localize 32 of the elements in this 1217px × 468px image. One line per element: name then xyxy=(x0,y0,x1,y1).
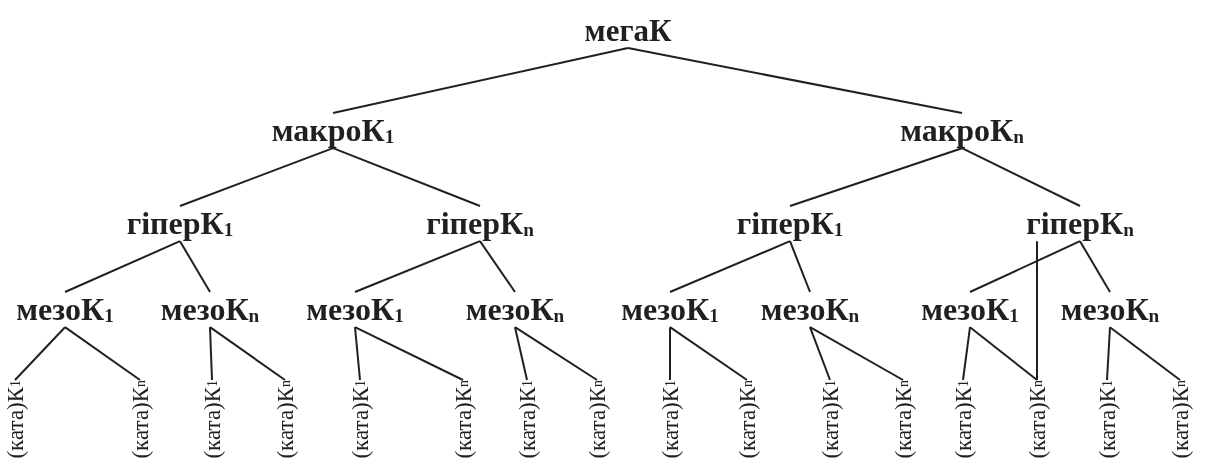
tree-branch-line xyxy=(332,47,629,114)
tree-branch-line xyxy=(514,326,598,381)
tree-branch-line xyxy=(1079,240,1111,293)
tree-branch-line xyxy=(962,326,971,381)
tree-branch-line xyxy=(179,147,334,207)
tree-branch-line xyxy=(479,240,516,293)
tree-branch-line xyxy=(354,326,361,381)
tree-branch-line xyxy=(1036,240,1038,381)
tree-branch-line xyxy=(354,326,464,381)
tree-branch-line xyxy=(354,240,481,293)
tree-branch-line xyxy=(627,47,963,114)
tree-branch-line xyxy=(789,147,963,207)
tree-branch-line xyxy=(1106,326,1111,381)
tree-branch-line xyxy=(961,147,1081,207)
tree-branch-line xyxy=(669,240,791,293)
tree-branch-line xyxy=(669,326,671,381)
tree-branch-line xyxy=(64,326,141,381)
tree-branch-line xyxy=(209,326,213,381)
tree-branch-line xyxy=(1109,326,1181,381)
tree-branch-line xyxy=(669,326,748,381)
tree-branch-line xyxy=(179,240,211,293)
root-term: мегаК xyxy=(584,14,672,49)
tree-branch-line xyxy=(64,240,181,293)
tree-branch-line xyxy=(969,240,1081,293)
tree-branch-line xyxy=(809,326,831,381)
tree-branch-line xyxy=(332,147,481,207)
tree-branch-line xyxy=(209,326,286,381)
tree-branch-line xyxy=(809,326,904,381)
tree-branch-line xyxy=(514,326,528,381)
tree-branch-line xyxy=(969,326,1038,381)
tree-branch-line xyxy=(14,326,66,381)
tree-branch-line xyxy=(789,240,811,293)
